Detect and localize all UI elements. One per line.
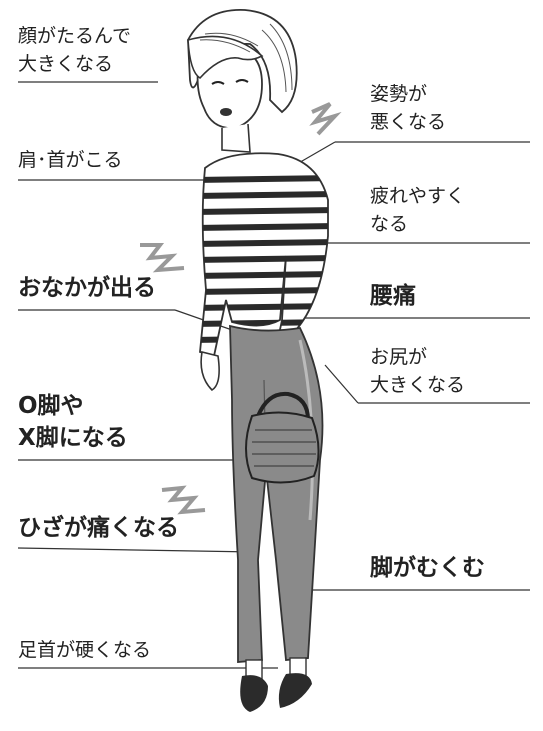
bag-handle xyxy=(256,391,310,421)
stress-mark-head xyxy=(309,102,342,136)
label-ankle: 足首が硬くなる xyxy=(18,639,152,661)
leader-knee xyxy=(17,547,256,553)
label-fatigue: 疲れやすく なる xyxy=(370,185,466,235)
left-hand xyxy=(200,351,220,392)
neck xyxy=(221,123,251,153)
label-shoulder-neck: 肩･首がこる xyxy=(18,149,123,171)
stress-mark-belly xyxy=(140,243,185,273)
label-back-pain: 腰痛 xyxy=(370,283,416,309)
leader-hip-a xyxy=(324,364,359,404)
eye-right xyxy=(235,79,249,83)
label-swelling: 脚がむくむ xyxy=(370,555,485,581)
stress-mark-knee xyxy=(161,485,206,515)
label-posture: 姿勢が 悪くなる xyxy=(370,83,447,133)
shoe-right xyxy=(278,673,312,708)
label-belly: おなかが出る xyxy=(18,275,156,301)
hair-fringe xyxy=(187,35,264,80)
mouth xyxy=(220,108,232,116)
pants xyxy=(229,324,324,663)
label-hip: お尻が 大きくなる xyxy=(370,346,466,396)
eye-left xyxy=(211,81,225,85)
label-leg-shape: O脚や X脚になる xyxy=(18,393,128,451)
handbag xyxy=(245,411,320,484)
label-knee: ひざが痛くなる xyxy=(18,515,179,541)
shoe-left xyxy=(240,675,268,712)
label-face-sag: 顔がたるんで 大きくなる xyxy=(18,25,132,75)
